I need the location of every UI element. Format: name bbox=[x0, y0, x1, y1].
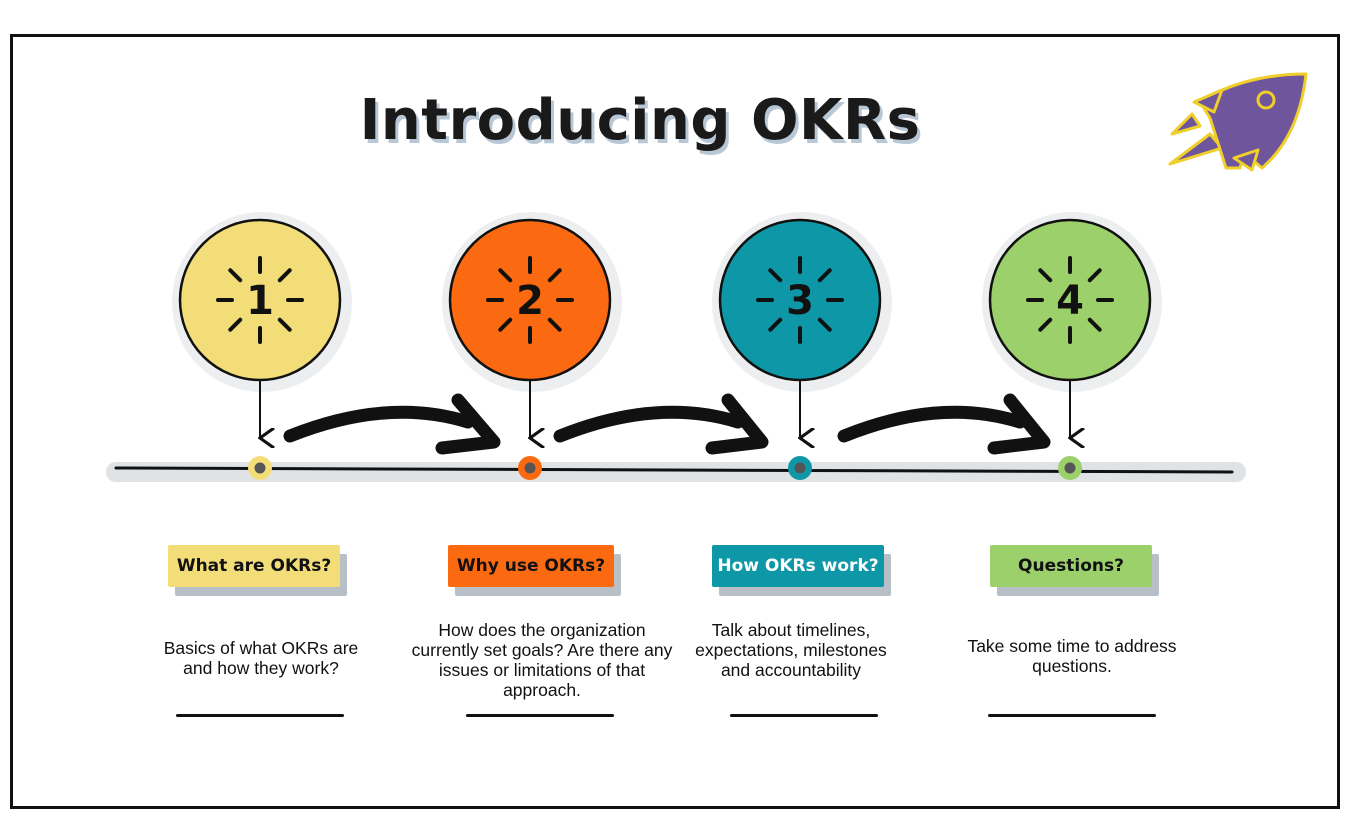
timeline-dot-4 bbox=[1058, 456, 1082, 480]
step-4-number: 4 bbox=[1056, 278, 1084, 324]
step-4-label: Questions? bbox=[990, 545, 1152, 587]
step-3-badge: 3 bbox=[712, 212, 892, 392]
step-2-number: 2 bbox=[516, 278, 544, 324]
step-2-label: Why use OKRs? bbox=[448, 545, 614, 587]
step-2-badge: 2 bbox=[442, 212, 622, 392]
step-4-badge: 4 bbox=[982, 212, 1162, 392]
step-3-description: Talk about timelines, expectations, mile… bbox=[695, 620, 887, 680]
step-4-description: Take some time to address questions. bbox=[967, 636, 1177, 676]
slide-frame bbox=[10, 34, 1340, 809]
step-3-number: 3 bbox=[786, 278, 814, 324]
step-1-number: 1 bbox=[246, 278, 274, 324]
curved-arrow-icon bbox=[283, 393, 501, 455]
curved-arrow-icon bbox=[553, 393, 769, 455]
step-2-description: How does the organization currently set … bbox=[411, 620, 673, 700]
page-title: Introducing OKRs bbox=[359, 88, 921, 153]
timeline-dot-3 bbox=[788, 456, 812, 480]
step-3-label: How OKRs work? bbox=[712, 545, 884, 587]
step-1-description: Basics of what OKRs are and how they wor… bbox=[163, 638, 359, 678]
step-4-underline bbox=[988, 714, 1156, 717]
step-1-badge: 1 bbox=[172, 212, 352, 392]
step-2-underline bbox=[466, 714, 614, 717]
rocket-icon bbox=[1168, 72, 1308, 172]
progress-arrows bbox=[283, 393, 1051, 455]
curved-arrow-icon bbox=[837, 393, 1051, 455]
timeline-dot-2 bbox=[518, 456, 542, 480]
step-1-label: What are OKRs? bbox=[168, 545, 340, 587]
step-1-underline bbox=[176, 714, 344, 717]
step-3-underline bbox=[730, 714, 878, 717]
timeline-dot-1 bbox=[248, 456, 272, 480]
timeline-line bbox=[106, 462, 1246, 482]
